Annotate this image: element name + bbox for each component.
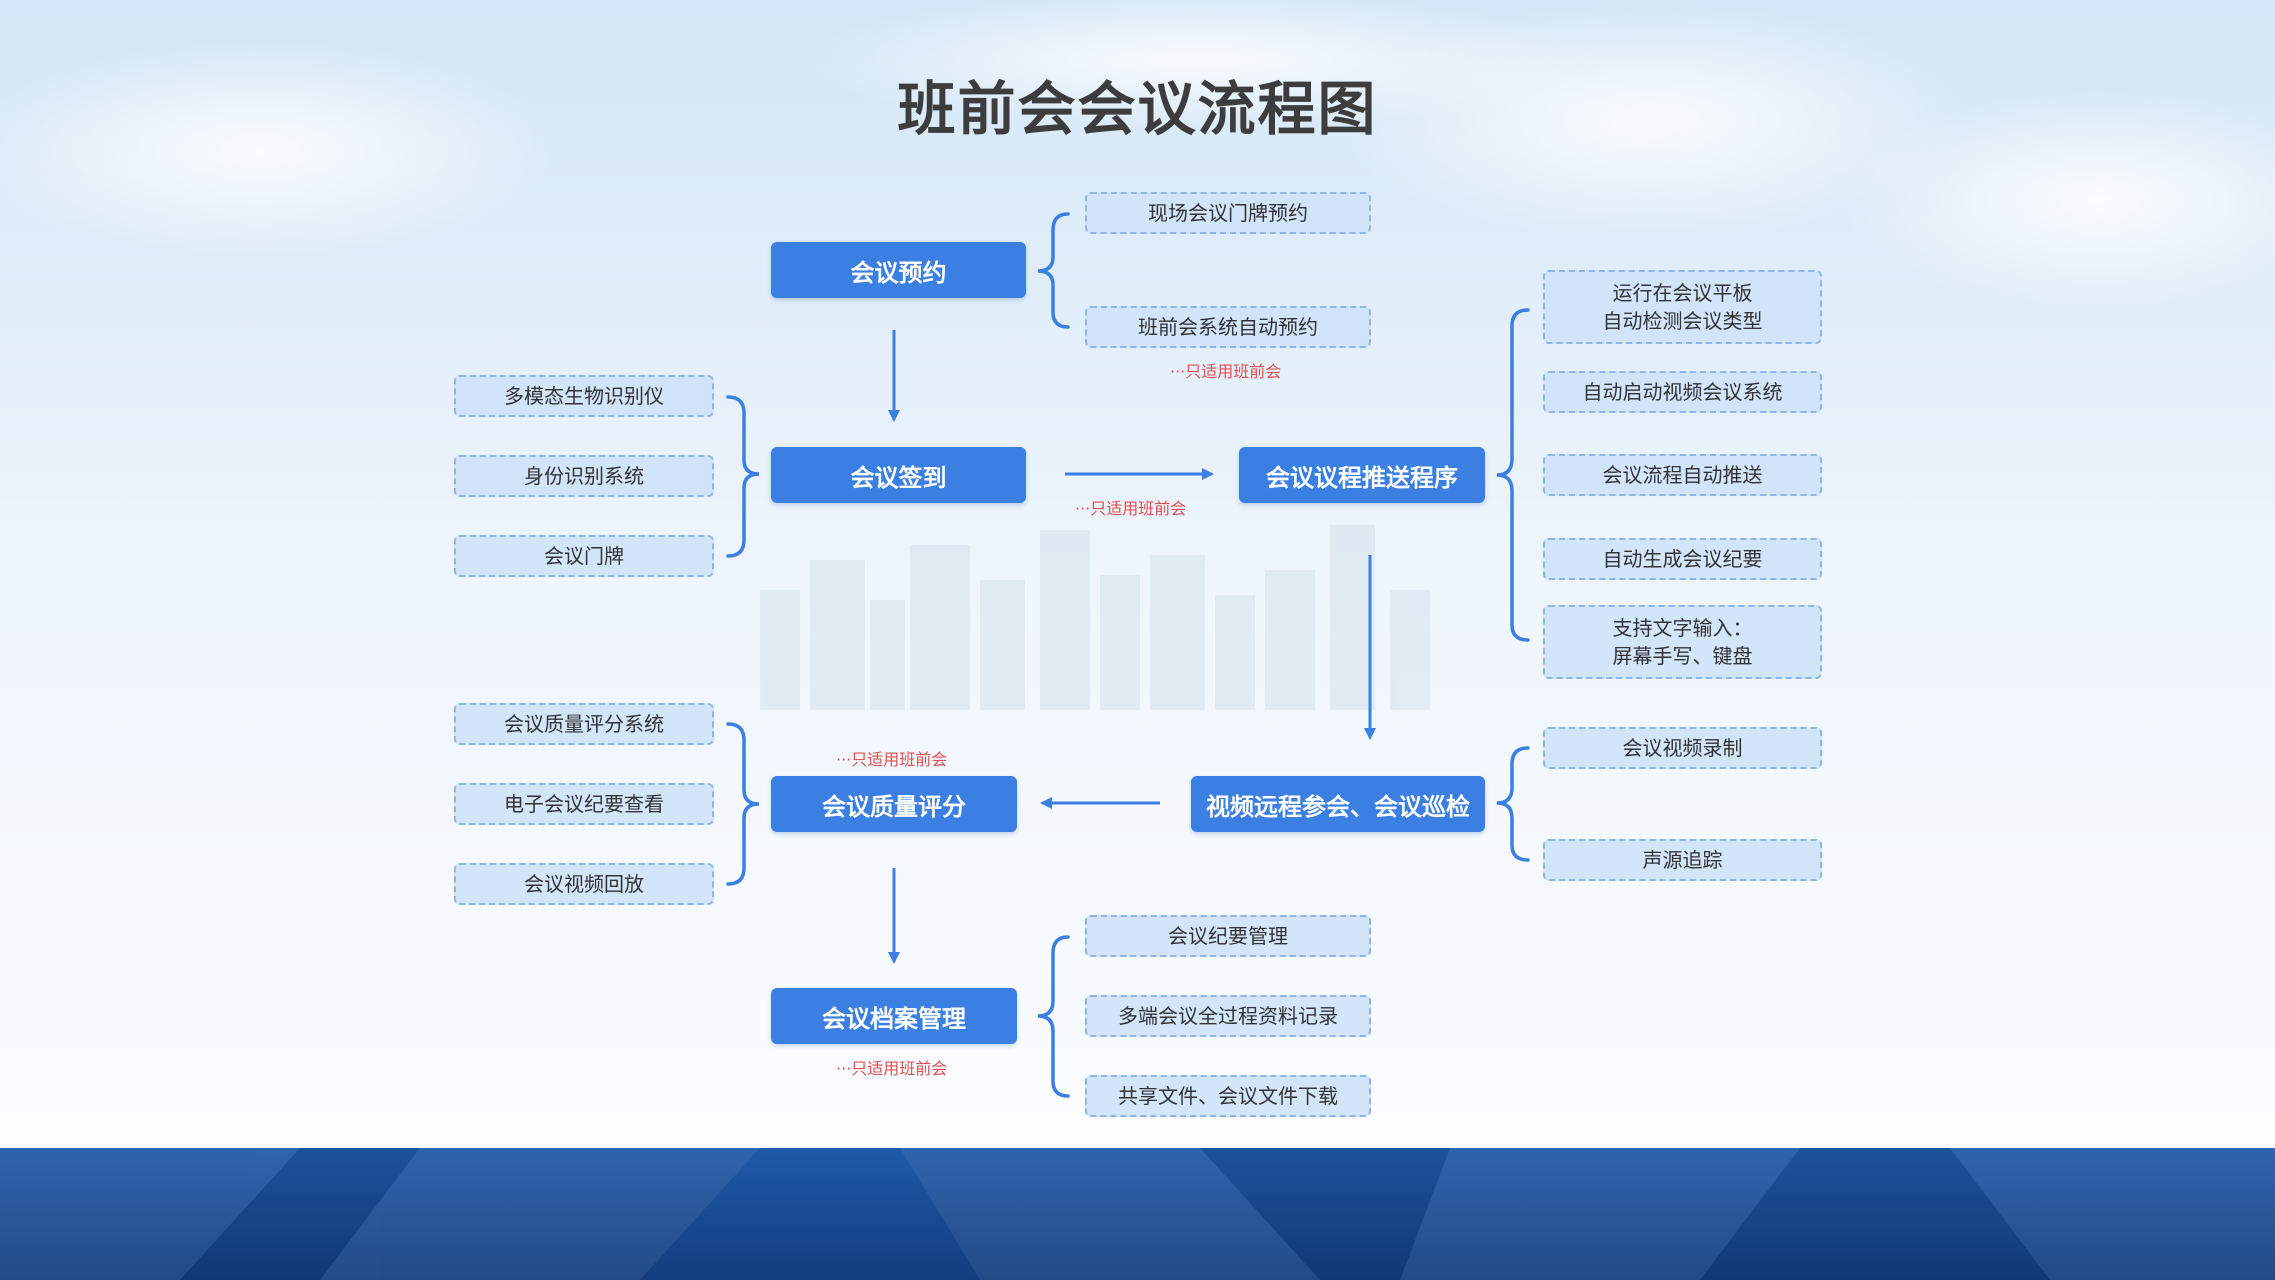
note-reserve: ···只适用班前会	[1170, 362, 1282, 381]
page-title: 班前会会议流程图	[897, 75, 1378, 143]
signin-sub-item: 会议门牌	[454, 535, 714, 577]
note-archive: ···只适用班前会	[836, 1059, 948, 1078]
archive-sub-item: 共享文件、会议文件下载	[1085, 1075, 1371, 1117]
node-push: 会议议程推送程序	[1239, 447, 1485, 503]
score-sub-item: 会议质量评分系统	[454, 703, 714, 745]
node-score: 会议质量评分	[771, 776, 1017, 832]
archive-sub-item: 会议纪要管理	[1085, 915, 1371, 957]
score-sub-item: 电子会议纪要查看	[454, 783, 714, 825]
score-sub-item: 会议视频回放	[454, 863, 714, 905]
node-reserve: 会议预约	[771, 242, 1026, 298]
video-sub-item: 声源追踪	[1543, 839, 1822, 881]
push-sub-item: 运行在会议平板 自动检测会议类型	[1543, 270, 1822, 344]
signin-sub-item: 多模态生物识别仪	[454, 375, 714, 417]
video-sub-item: 会议视频录制	[1543, 727, 1822, 769]
push-sub-item: 支持文字输入： 屏幕手写、键盘	[1543, 605, 1822, 679]
push-sub-item: 自动生成会议纪要	[1543, 538, 1822, 580]
archive-sub-item: 多端会议全过程资料记录	[1085, 995, 1371, 1037]
node-archive: 会议档案管理	[771, 988, 1017, 1044]
push-sub-item: 会议流程自动推送	[1543, 454, 1822, 496]
node-signin: 会议签到	[771, 447, 1026, 503]
reserve-sub-item: 现场会议门牌预约	[1085, 192, 1371, 234]
node-video: 视频远程参会、会议巡检	[1191, 776, 1485, 832]
note-signin: ···只适用班前会	[1075, 499, 1187, 518]
reserve-sub-item: 班前会系统自动预约	[1085, 306, 1371, 348]
note-score: ···只适用班前会	[836, 750, 948, 769]
push-sub-item: 自动启动视频会议系统	[1543, 371, 1822, 413]
signin-sub-item: 身份识别系统	[454, 455, 714, 497]
